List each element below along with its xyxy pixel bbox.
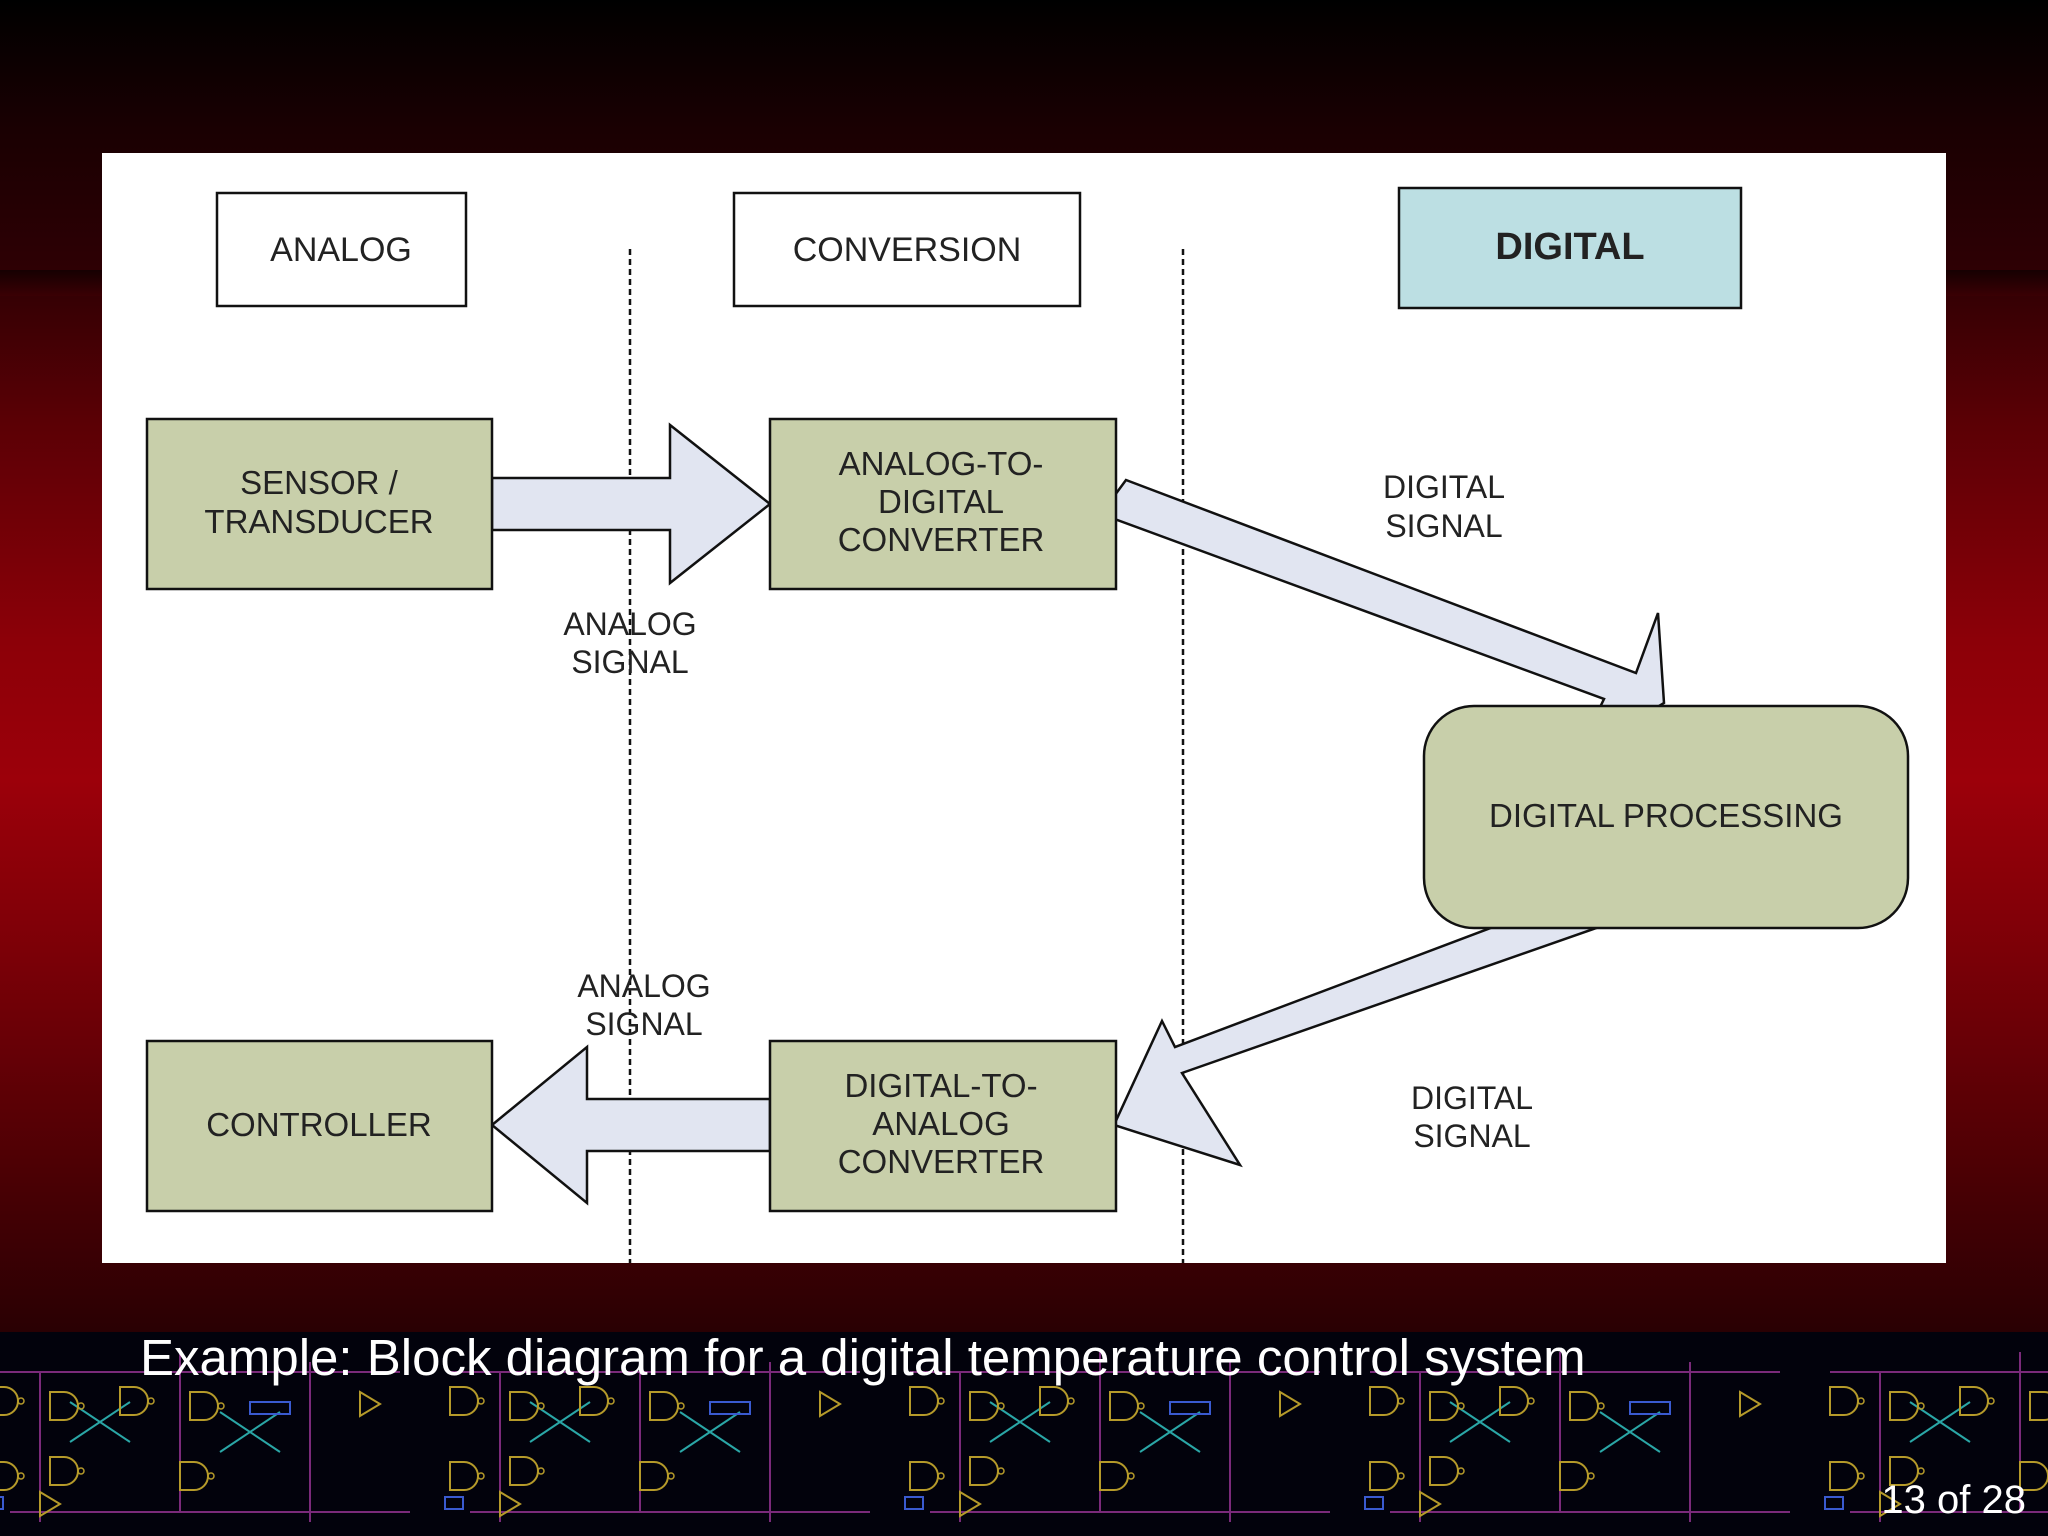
analog-header-label: ANALOG <box>270 231 412 269</box>
analog-signal-label-top: ANALOG SIGNAL <box>563 606 696 680</box>
sensor-label-line-2: TRANSDUCER <box>204 503 433 540</box>
svg-text:ANALOG: ANALOG <box>577 968 710 1004</box>
svg-text:SIGNAL: SIGNAL <box>1385 508 1502 544</box>
sensor-transducer-block: SENSOR / TRANSDUCER <box>145 417 494 591</box>
controller-label: CONTROLLER <box>206 1106 432 1143</box>
adc-block: ANALOG-TO- DIGITAL CONVERTER <box>768 417 1118 591</box>
svg-text:SIGNAL: SIGNAL <box>1413 1118 1530 1154</box>
digital-signal-label-bottom: DIGITAL SIGNAL <box>1411 1080 1533 1154</box>
conversion-column-header: CONVERSION <box>732 191 1082 308</box>
digital-header-label: DIGITAL <box>1495 226 1644 268</box>
svg-text:SIGNAL: SIGNAL <box>571 644 688 680</box>
svg-text:DIGITAL: DIGITAL <box>1411 1080 1533 1116</box>
dac-label-line-3: CONVERTER <box>838 1143 1045 1180</box>
slide-caption: Example: Block diagram for a digital tem… <box>140 1329 1586 1386</box>
svg-text:SIGNAL: SIGNAL <box>585 1006 702 1042</box>
adc-label-line-3: CONVERTER <box>838 521 1045 558</box>
digital-column-header: DIGITAL <box>1397 186 1743 310</box>
controller-block: CONTROLLER <box>145 1039 494 1213</box>
block-diagram: ANALOG CONVERSION DIGITAL SENSOR / TRANS… <box>102 153 1946 1263</box>
digital-signal-label-top: DIGITAL SIGNAL <box>1383 469 1505 544</box>
sensor-label-line-1: SENSOR / <box>240 464 399 501</box>
adc-label-line-2: DIGITAL <box>878 483 1004 520</box>
digital-processing-block: DIGITAL PROCESSING <box>1422 704 1910 930</box>
analog-signal-arrow-right <box>490 422 773 586</box>
svg-text:ANALOG: ANALOG <box>563 606 696 642</box>
processing-label: DIGITAL PROCESSING <box>1489 797 1843 834</box>
svg-text:DIGITAL: DIGITAL <box>1383 469 1505 505</box>
dac-label-line-2: ANALOG <box>872 1105 1010 1142</box>
page-counter: 13 of 28 <box>1881 1478 2026 1522</box>
analog-signal-label-bottom: ANALOG SIGNAL <box>577 968 710 1042</box>
dac-block: DIGITAL-TO- ANALOG CONVERTER <box>768 1039 1118 1213</box>
conversion-header-label: CONVERSION <box>793 231 1022 269</box>
dac-label-line-1: DIGITAL-TO- <box>844 1067 1037 1104</box>
analog-column-header: ANALOG <box>215 191 468 308</box>
analog-signal-arrow-left <box>490 1044 772 1206</box>
adc-label-line-1: ANALOG-TO- <box>839 445 1044 482</box>
